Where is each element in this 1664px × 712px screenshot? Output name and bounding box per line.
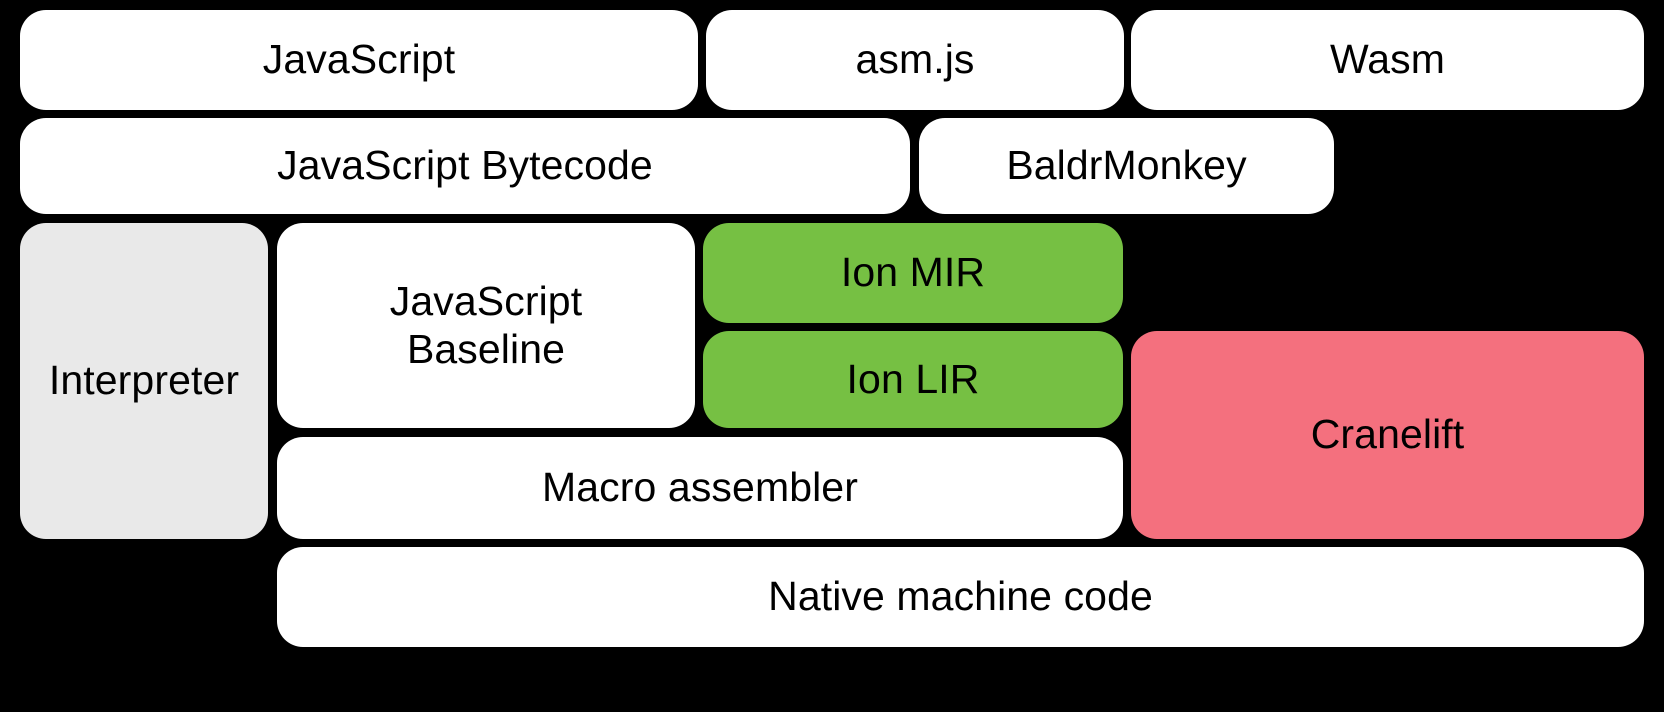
node-wasm: Wasm [1131, 10, 1644, 110]
node-native-machine-code: Native machine code [277, 547, 1644, 647]
node-javascript: JavaScript [20, 10, 698, 110]
node-ion-mir: Ion MIR [703, 223, 1123, 323]
node-macro-assembler: Macro assembler [277, 437, 1123, 539]
node-javascript-baseline: JavaScript Baseline [277, 223, 695, 428]
node-javascript-bytecode: JavaScript Bytecode [20, 118, 910, 214]
node-cranelift: Cranelift [1131, 331, 1644, 539]
node-asmjs: asm.js [706, 10, 1124, 110]
node-interpreter: Interpreter [20, 223, 268, 539]
node-baldrmonkey: BaldrMonkey [919, 118, 1334, 214]
node-ion-lir: Ion LIR [703, 331, 1123, 428]
